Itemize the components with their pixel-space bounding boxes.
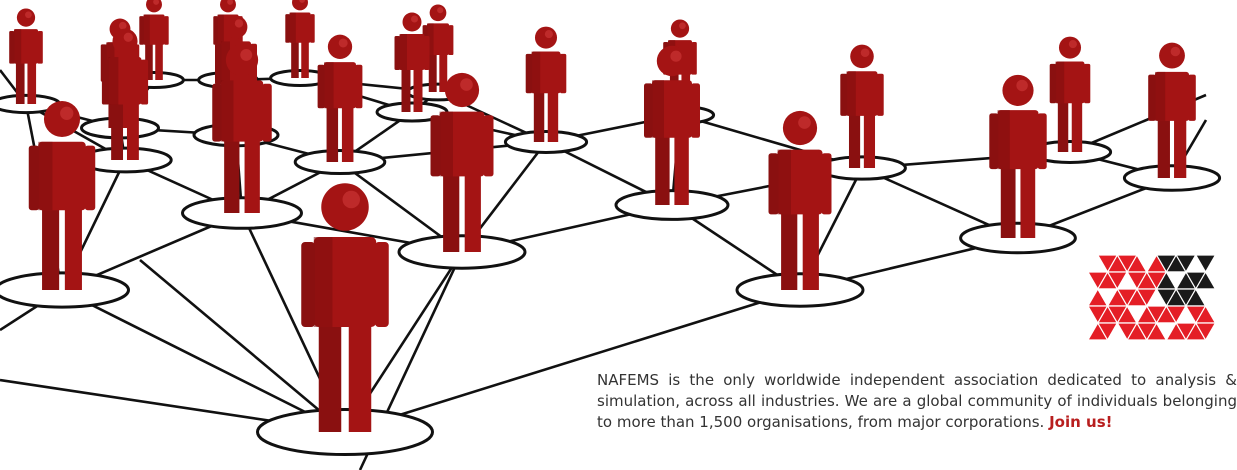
person-figure <box>422 4 454 92</box>
person-figure <box>301 183 389 432</box>
person-figure <box>989 74 1047 238</box>
logo-triangle <box>1194 288 1217 308</box>
person-figure <box>9 8 43 104</box>
about-text: NAFEMS is the only worldwide independent… <box>597 371 1237 431</box>
person-figure <box>101 28 149 160</box>
person-figure <box>430 72 494 252</box>
person-figure <box>1148 42 1196 178</box>
person-figure <box>768 110 832 290</box>
person-figure <box>525 26 567 142</box>
triangle-mosaic-logo-icon <box>1086 253 1217 342</box>
person-figure <box>1049 36 1091 152</box>
person-figure <box>394 12 430 112</box>
logo-triangle <box>1194 322 1217 342</box>
person-figure <box>285 0 315 78</box>
about-blurb: NAFEMS is the only worldwide independent… <box>597 370 1237 433</box>
logo-triangle <box>1194 254 1217 274</box>
person-figure <box>644 45 700 205</box>
person-figure <box>840 44 884 168</box>
person-figure <box>317 34 363 162</box>
person-figure <box>212 43 272 213</box>
network-people <box>9 0 1196 432</box>
person-figure <box>139 0 169 80</box>
person-figure <box>28 100 96 290</box>
join-us-link[interactable]: Join us! <box>1049 413 1113 431</box>
